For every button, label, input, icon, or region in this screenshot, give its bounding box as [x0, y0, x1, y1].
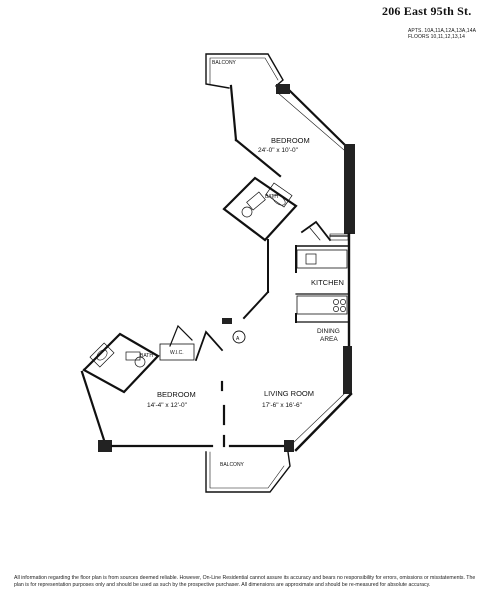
apartments-line: APTS. 10A,11A,12A,13A,14A — [408, 28, 477, 34]
right-exterior-wall — [291, 232, 353, 452]
living-room-dims: 17'-6" x 16'-6" — [262, 402, 303, 409]
dining-label-2: AREA — [320, 336, 338, 343]
bath-top-label: BATH — [265, 194, 278, 200]
balcony-top-label: BALCONY — [212, 60, 237, 66]
bath-top — [222, 176, 298, 242]
bedroom-left-name: BEDROOM — [157, 390, 196, 399]
wic-label: W.I.C. — [170, 350, 184, 356]
bath-left — [82, 332, 195, 394]
balcony-bottom-label: BALCONY — [220, 462, 245, 468]
bedroom-top-walls — [229, 84, 355, 234]
living-room-name: LIVING ROOM — [264, 389, 314, 398]
bedroom-left-dims: 14'-4" x 12'-0" — [147, 402, 188, 409]
bedroom-top-dims: 24'-0" x 10'-0" — [258, 147, 299, 154]
bedroom-left-walls — [80, 370, 294, 452]
kitchen — [295, 220, 350, 323]
dining-label-1: DINING — [317, 328, 340, 335]
balcony-bottom — [205, 451, 291, 493]
unit-info: APTS. 10A,11A,12A,13A,14A FLOORS 10,11,1… — [408, 28, 476, 40]
hallway-walls — [169, 239, 270, 362]
bedroom-top-name: BEDROOM — [271, 136, 310, 145]
building-address: 206 East 95th St. — [382, 4, 472, 18]
entry-marker — [232, 330, 246, 344]
floors-line: FLOORS 10,11,12,13,14 — [408, 34, 466, 40]
bath-left-label: BATH — [140, 353, 153, 359]
entry-marker-label: A — [236, 336, 240, 342]
balcony-top — [205, 53, 284, 89]
kitchen-label: KITCHEN — [311, 278, 344, 287]
disclaimer: All information regarding the floor plan… — [14, 575, 476, 588]
